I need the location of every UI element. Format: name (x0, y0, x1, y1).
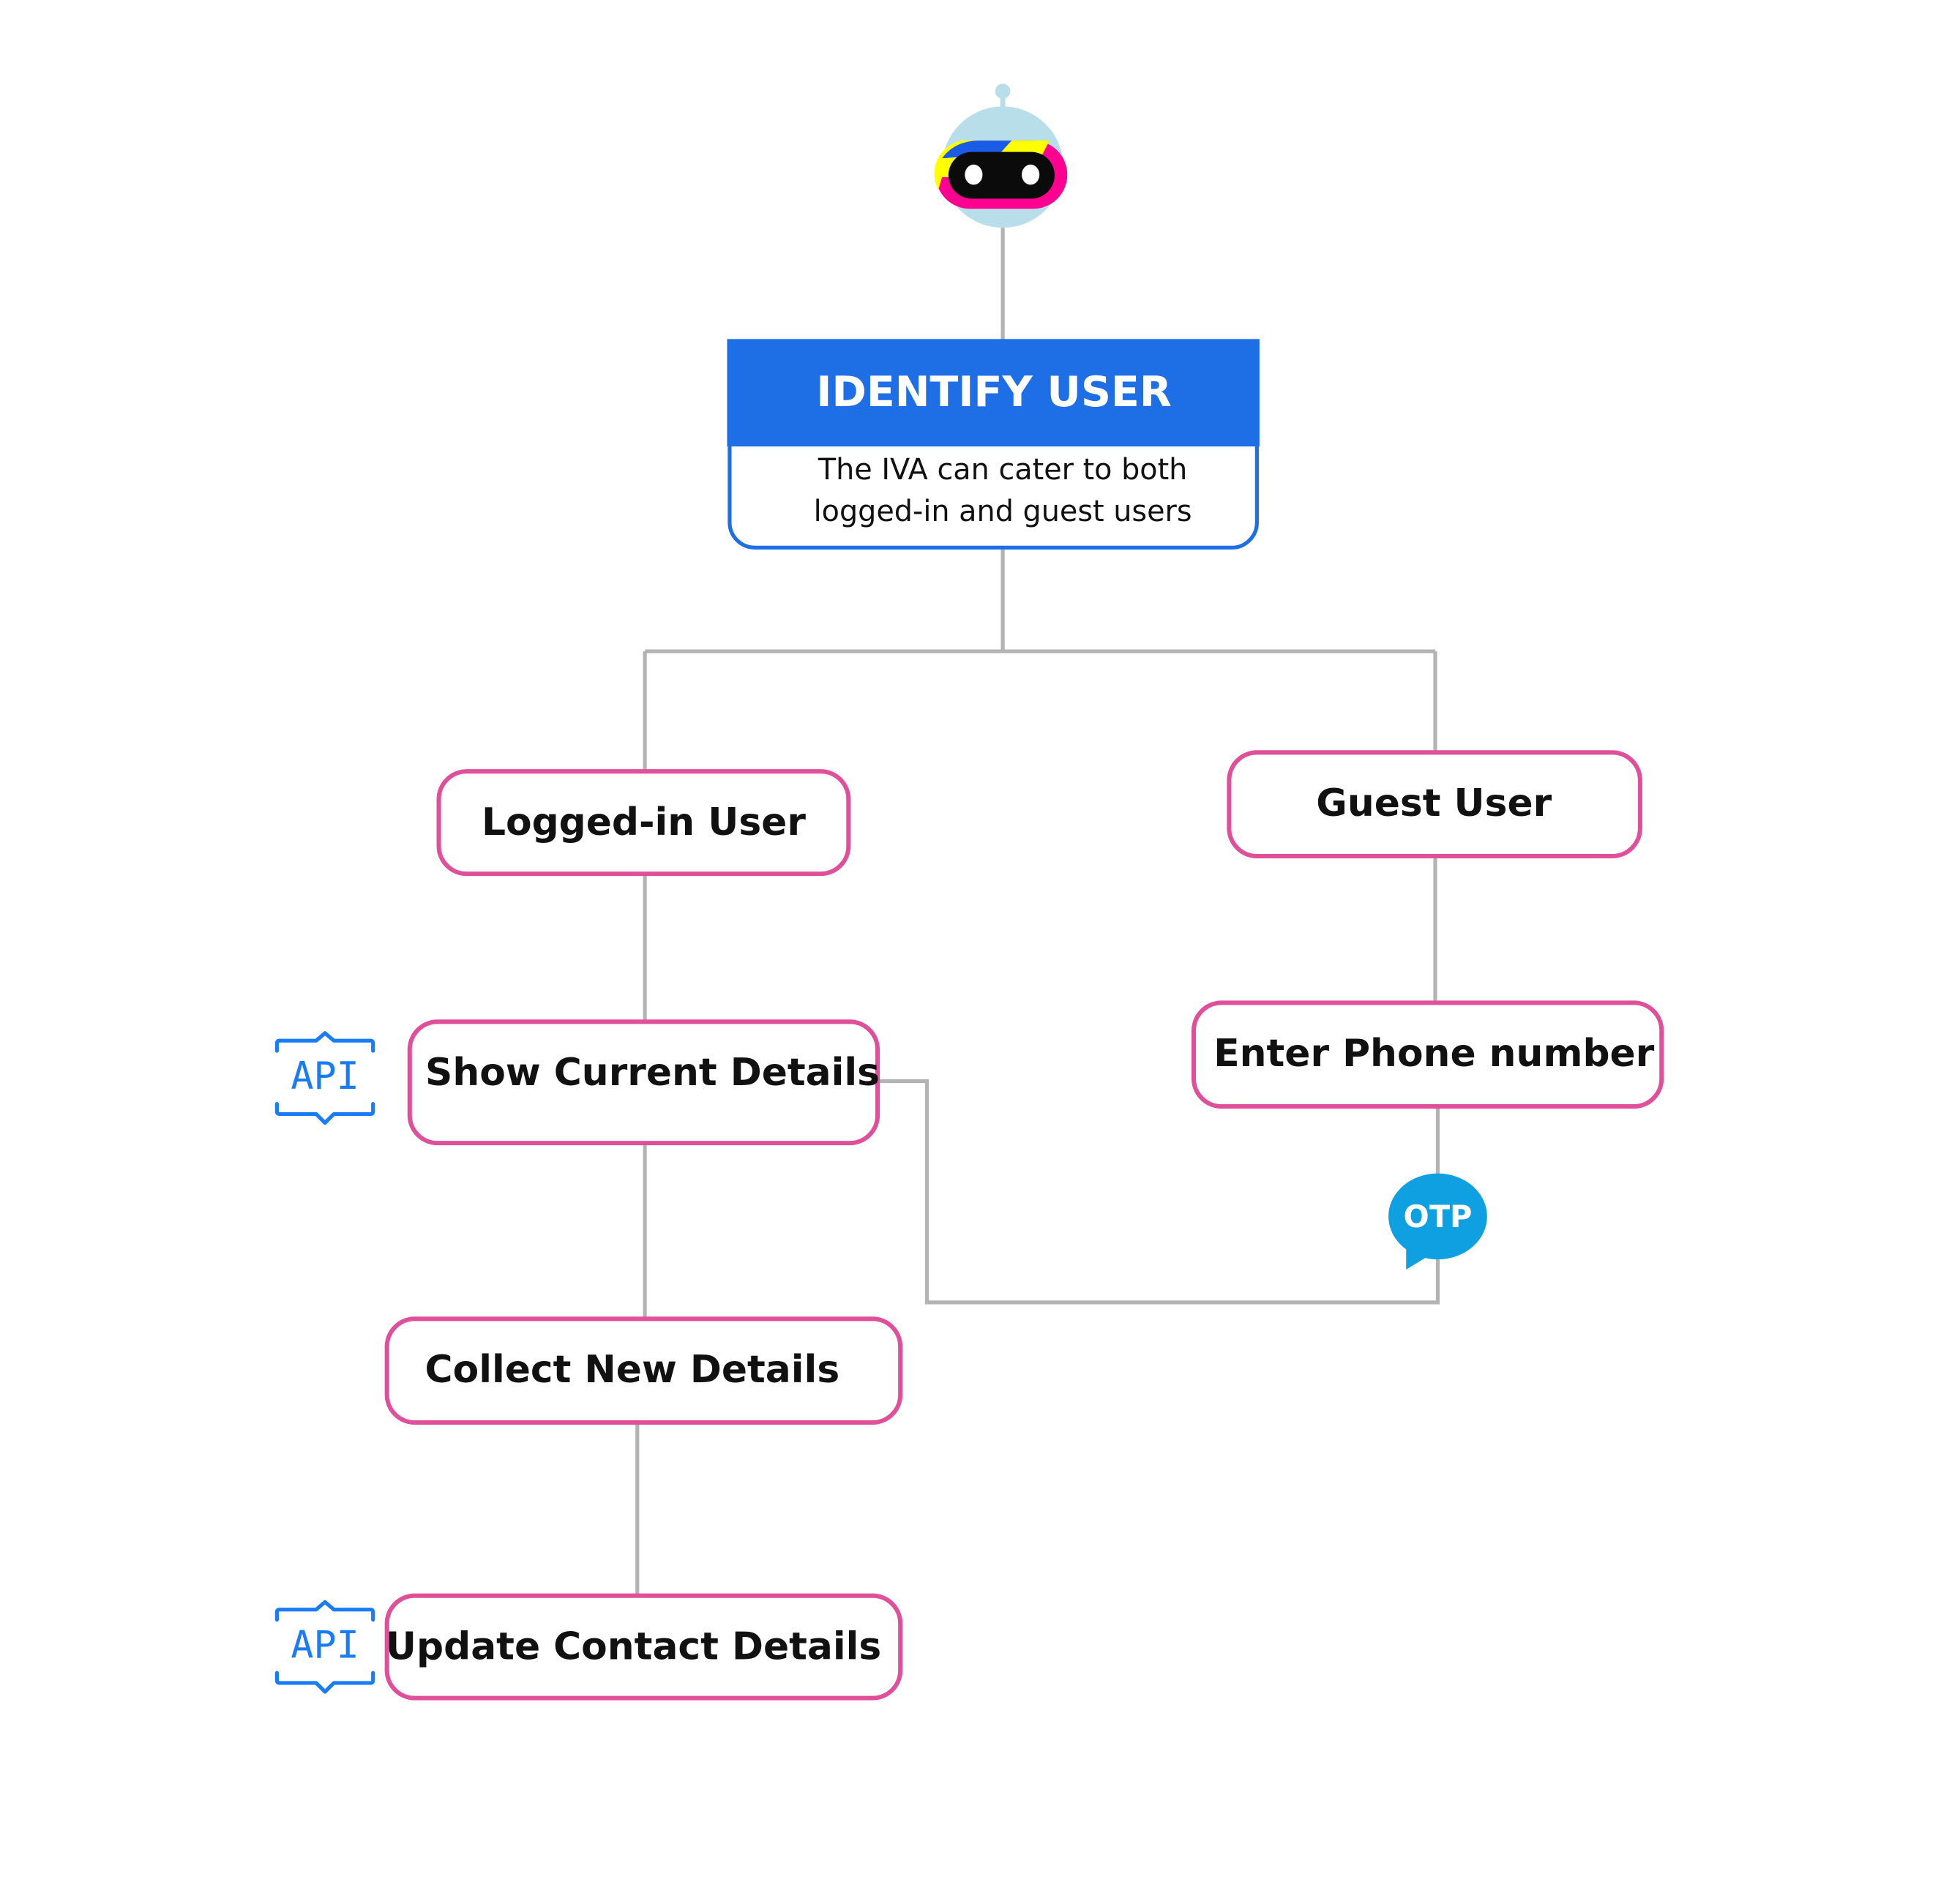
api-icon: API (274, 1600, 375, 1694)
identify-desc-line2: logged-in and guest users (814, 495, 1192, 528)
node-label: Show Current Details (425, 1051, 880, 1095)
node-enter-phone-number: Enter Phone number (1191, 1000, 1664, 1109)
node-label: Update Contact Details (386, 1624, 881, 1668)
otp-bubble-icon: OTP (1388, 1173, 1487, 1270)
identify-user-card: IDENTIFY USER The IVA can cater to both … (727, 339, 1260, 550)
node-guest-user: Guest User (1227, 750, 1642, 858)
node-label: Logged-in User (482, 801, 806, 844)
api-label: API (291, 1054, 359, 1098)
identify-desc-line1: The IVA can cater to both (818, 453, 1188, 487)
node-label: Guest User (1316, 781, 1552, 825)
otp-label: OTP (1403, 1199, 1472, 1234)
node-label: Enter Phone number (1213, 1032, 1654, 1076)
robot-icon (934, 83, 1068, 228)
api-icon: API (274, 1031, 375, 1125)
node-update-contact-details: Update Contact Details (384, 1593, 903, 1701)
node-show-current-details: Show Current Details (407, 1019, 880, 1146)
connector-phone-show (878, 1079, 1440, 1305)
node-label: Collect New Details (425, 1348, 840, 1392)
connector-identify-branches (643, 547, 1437, 772)
node-logged-in-user: Logged-in User (436, 769, 851, 877)
api-label: API (291, 1624, 359, 1668)
node-collect-new-details: Collect New Details (384, 1316, 903, 1425)
identify-title: IDENTIFY USER (816, 368, 1171, 416)
